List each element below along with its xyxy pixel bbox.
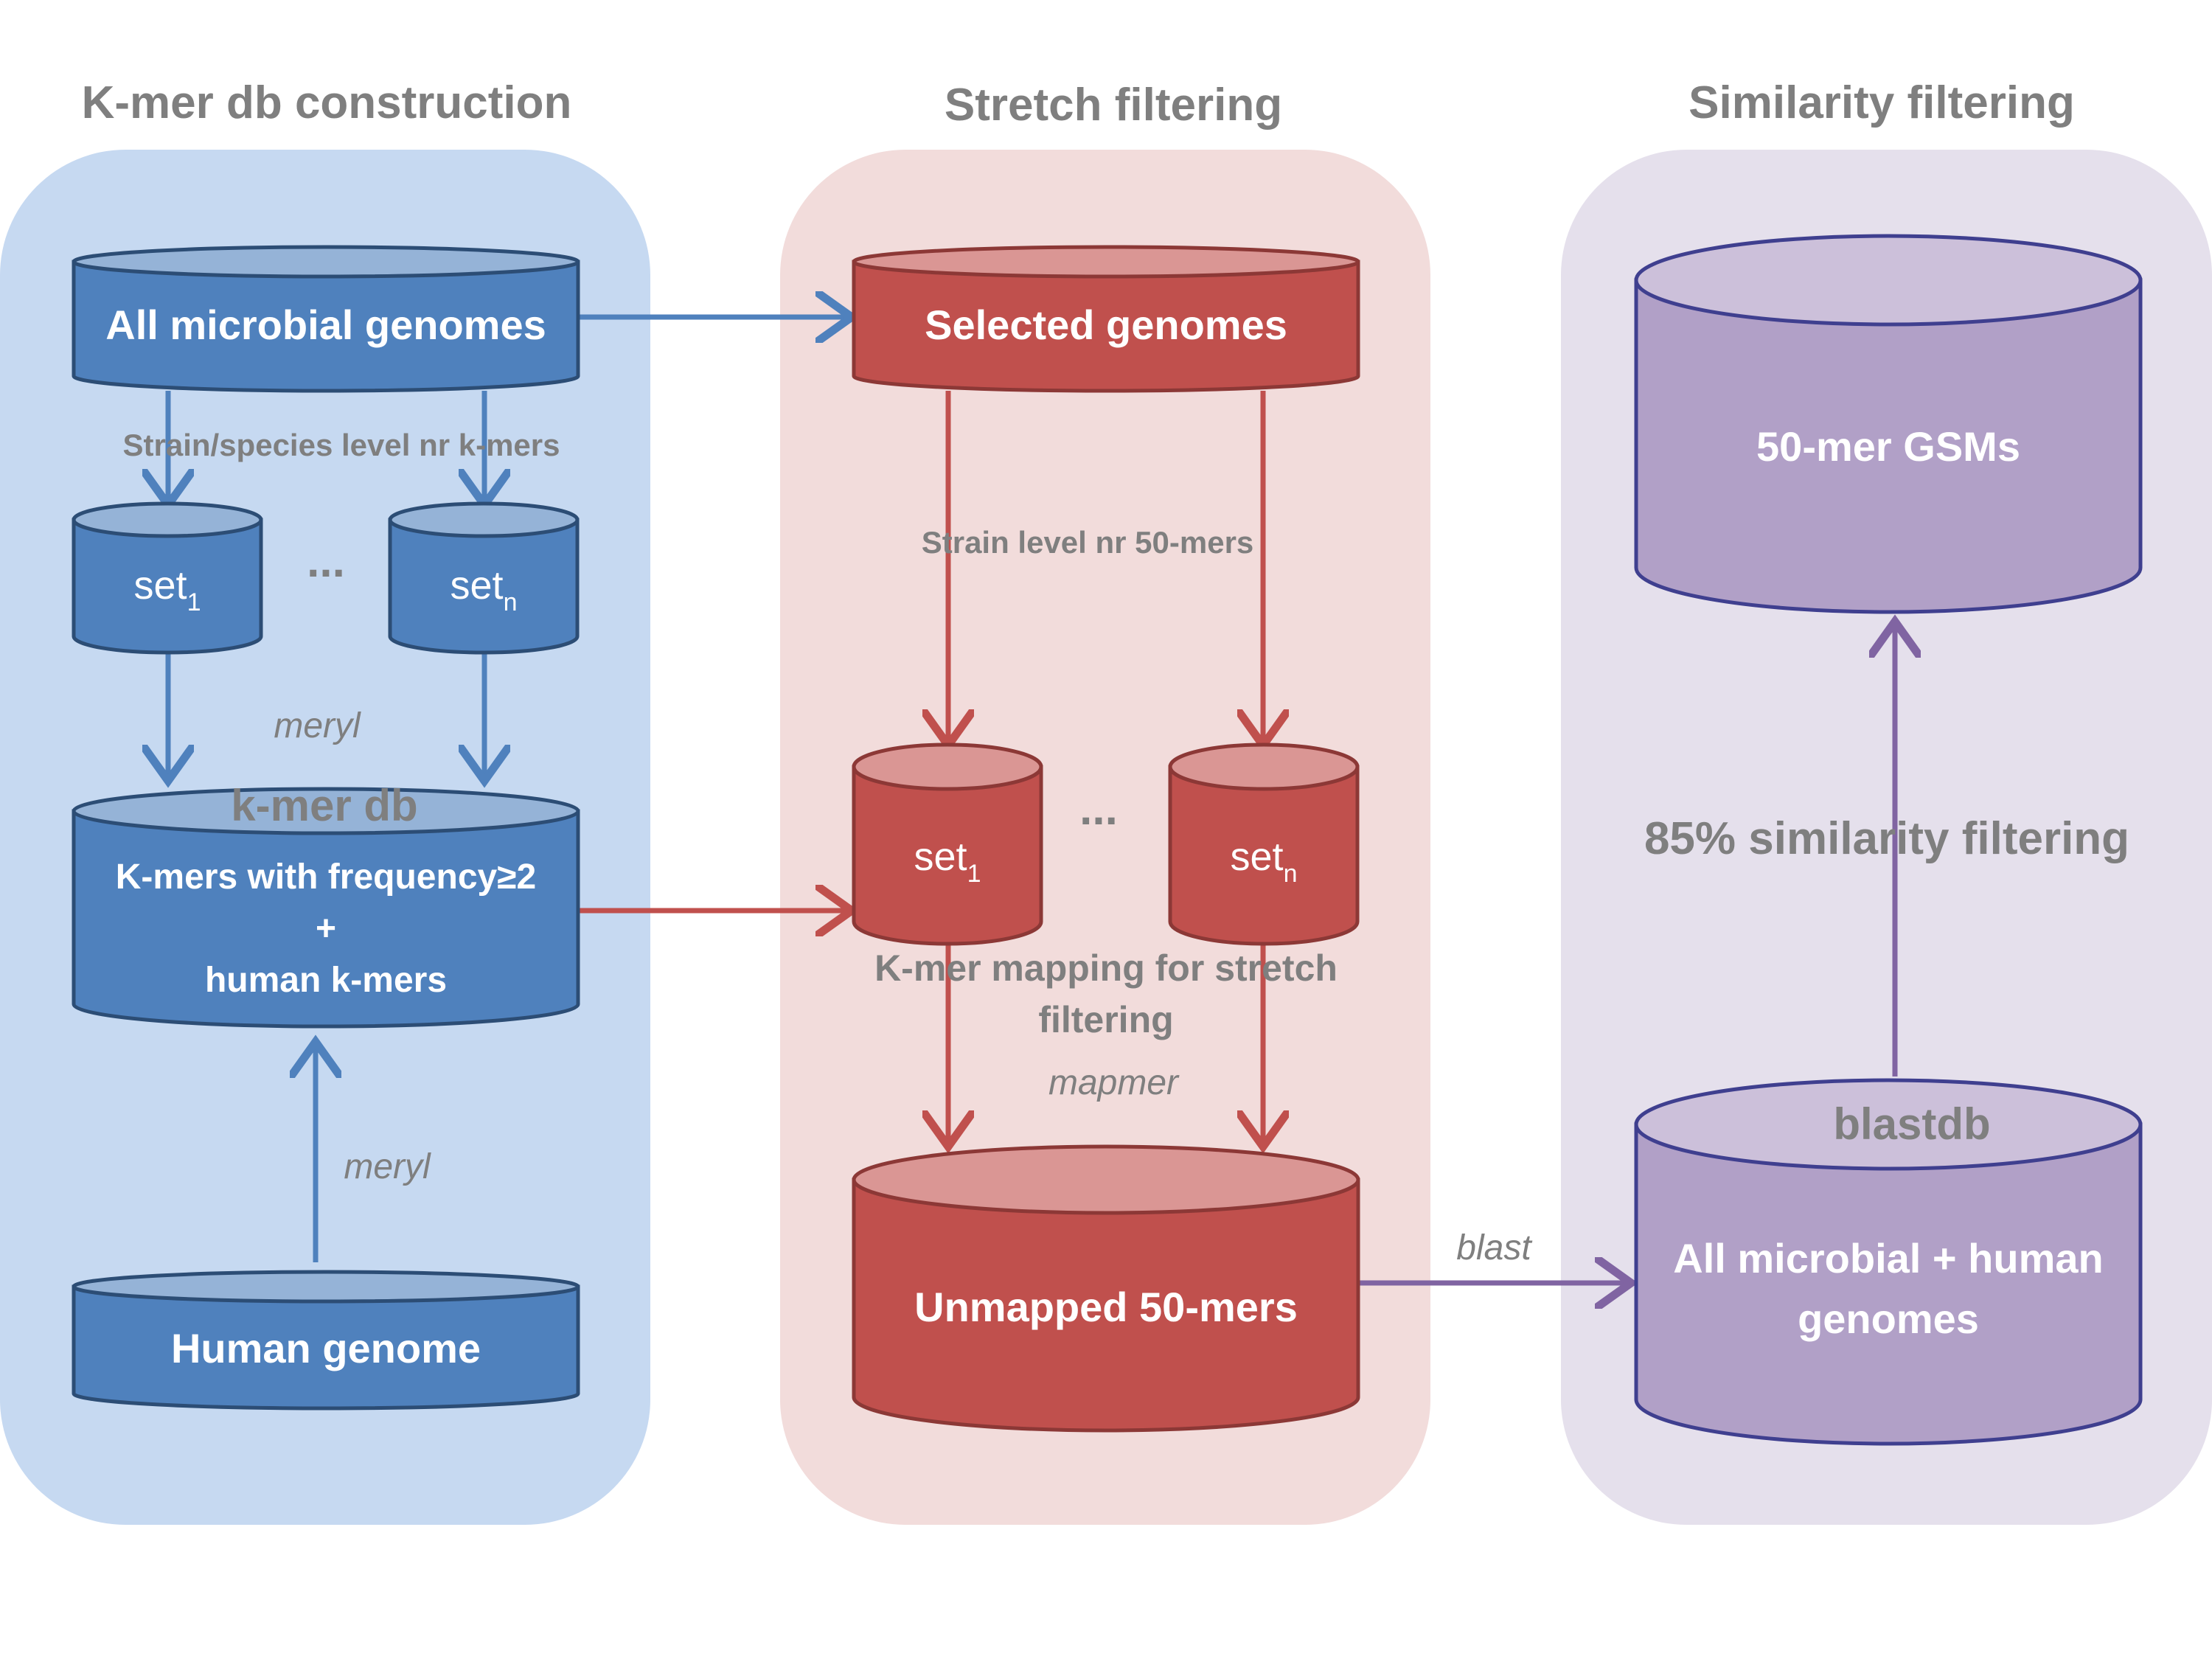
blast-label: blast	[1456, 1228, 1532, 1267]
kmer-mapping-label-line1: K-mer mapping for stretch	[874, 947, 1338, 989]
panel-kmer-title: K-mer db construction	[82, 77, 572, 128]
similarity-filtering-label: 85% similarity filtering	[1644, 813, 2129, 864]
meryl-top-label: meryl	[274, 706, 361, 745]
kmer-set1-label: set1	[134, 563, 201, 616]
cylinder-selected-genomes: Selected genomes	[852, 245, 1360, 393]
cylinder-kmer-set1: set1	[72, 501, 263, 655]
cylinder-human-genome: Human genome	[72, 1270, 580, 1411]
selected-genomes-label: Selected genomes	[925, 302, 1287, 348]
kmer-db-line3: human k-mers	[205, 961, 447, 1000]
cylinder-stretch-setn: setn	[1168, 742, 1360, 946]
unmapped-50mers-label: Unmapped 50-mers	[914, 1284, 1298, 1330]
kmer-db-title: k-mer db	[231, 781, 417, 830]
mapmer-label: mapmer	[1048, 1063, 1180, 1102]
blastdb-line1: All microbial + human	[1673, 1235, 2103, 1281]
panel-stretch-title: Stretch filtering	[945, 80, 1282, 131]
cylinder-kmer-db: k-mer db K-mers with frequency≥2 + human…	[72, 781, 580, 1029]
kmer-mapping-label-line2: filtering	[1038, 999, 1173, 1040]
cylinder-kmer-setn: setn	[388, 501, 580, 655]
cylinder-blastdb: blastdb All microbial + human genomes	[1634, 1078, 2143, 1446]
stretch-dots: ...	[1079, 784, 1118, 835]
kmer-setn-label: setn	[451, 563, 518, 616]
stretch-setn-label: setn	[1231, 835, 1298, 888]
strain-species-nr-kmers-label: Strain/species level nr k-mers	[123, 428, 560, 462]
kmer-db-line2: +	[316, 909, 336, 948]
all-microbial-genomes-label: All microbial genomes	[105, 302, 546, 348]
blastdb-title: blastdb	[1833, 1099, 1990, 1149]
blastdb-line2: genomes	[1798, 1295, 1979, 1342]
kmer-dots: ...	[307, 536, 345, 587]
stretch-set1-label: set1	[914, 835, 981, 888]
cylinder-all-microbial-genomes: All microbial genomes	[72, 245, 580, 393]
meryl-bottom-label: meryl	[344, 1147, 431, 1186]
strain-nr-50mers-label: Strain level nr 50-mers	[922, 525, 1254, 560]
panel-similarity-title: Similarity filtering	[1688, 77, 2075, 128]
cylinder-50mer-gsms: 50-mer GSMs	[1634, 234, 2143, 614]
50mer-gsms-label: 50-mer GSMs	[1756, 423, 2020, 470]
kmer-db-line1: K-mers with frequency≥2	[116, 858, 537, 897]
human-genome-label: Human genome	[171, 1325, 481, 1371]
cylinder-unmapped-50mers: Unmapped 50-mers	[852, 1144, 1360, 1433]
cylinder-stretch-set1: set1	[852, 742, 1043, 946]
